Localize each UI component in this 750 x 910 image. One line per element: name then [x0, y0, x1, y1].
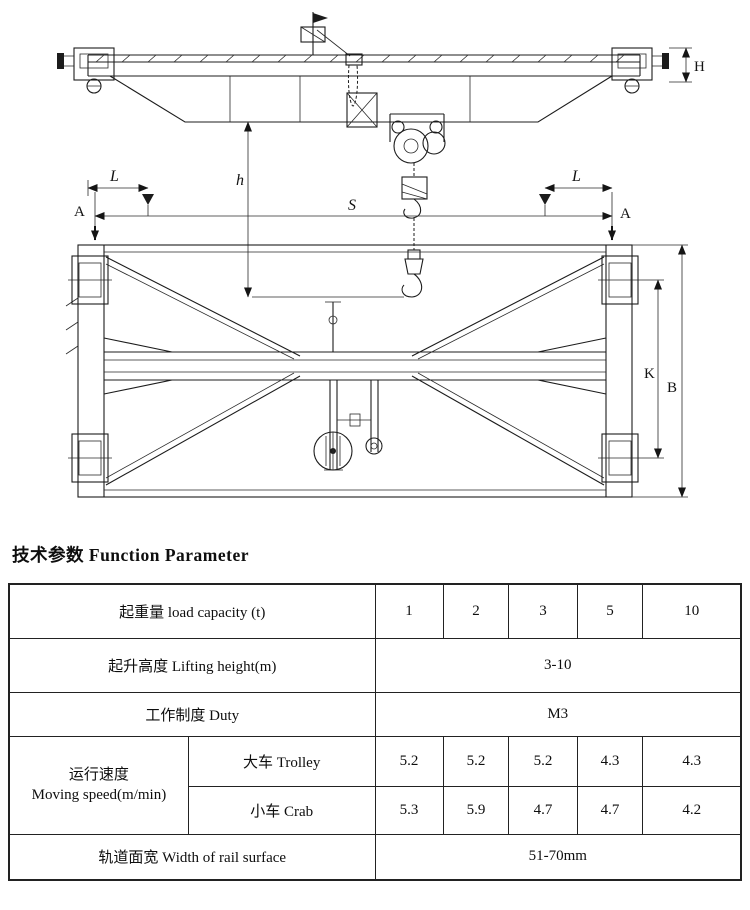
dimension-l-right: L — [539, 168, 613, 216]
end-truck-left — [57, 47, 115, 94]
centre-girder-band — [103, 337, 607, 395]
dim-label-h-small: h — [236, 172, 244, 189]
dimension-h-cap: H — [669, 47, 705, 83]
dimension-s: S — [94, 192, 613, 230]
row-rail-width: 轨道面宽 Width of rail surface 51-70mm — [8, 833, 742, 881]
crab-speed-5: 4.2 — [642, 785, 742, 835]
crab-speed-3: 4.7 — [508, 785, 578, 835]
dim-label-l-right: L — [571, 168, 581, 185]
row-lifting-height: 起升高度 Lifting height(m) 3-10 — [8, 637, 742, 693]
crab-speed-1: 5.3 — [374, 785, 444, 835]
load-capacity-label: 起重量 load capacity (t) — [8, 583, 376, 639]
moving-speed-label-cn: 运行速度 — [68, 766, 129, 783]
plan-view: K B — [65, 244, 688, 498]
duty-value: M3 — [374, 691, 742, 737]
wheel-assembly-right-top — [598, 255, 642, 305]
hook-lower — [401, 218, 424, 298]
crab-label: 小车 Crab — [187, 785, 376, 835]
lifting-height-value: 3-10 — [374, 637, 742, 693]
rail-width-value: 51-70mm — [374, 833, 742, 881]
row-speed-trolley: 运行速度 Moving speed(m/min) 大车 Trolley 5.2 … — [8, 735, 742, 835]
control-box — [346, 92, 378, 128]
wheel-assembly-left-bottom — [68, 433, 112, 483]
rail-support-symbol-left — [142, 194, 154, 205]
wheel-assembly-right-bottom — [598, 433, 642, 483]
side-elevation-view: h S L L — [57, 12, 705, 298]
section-marker-a-right: A — [608, 206, 631, 241]
top-mast — [300, 12, 363, 107]
dimension-k: K — [642, 279, 664, 459]
dimension-b: B — [632, 244, 688, 498]
row-speed-crab: 小车 Crab 5.3 5.9 4.7 4.7 4.2 — [9, 785, 742, 835]
function-parameter-table: 起重量 load capacity (t) 1 2 3 5 10 起升高度 Li… — [8, 583, 742, 881]
crab-speed-2: 5.9 — [442, 785, 510, 835]
row-duty: 工作制度 Duty M3 — [8, 691, 742, 737]
load-capacity-value-4: 5 — [576, 583, 644, 639]
trolley-speed-2: 5.2 — [442, 735, 510, 787]
main-girder — [87, 54, 641, 123]
trolley-speed-5: 4.3 — [642, 735, 742, 787]
hoist-trolley — [389, 113, 446, 164]
moving-speed-label: 运行速度 Moving speed(m/min) — [8, 735, 189, 835]
dim-label-s: S — [348, 197, 356, 214]
rail-width-label: 轨道面宽 Width of rail surface — [8, 833, 376, 881]
diagonal-braces — [105, 256, 605, 486]
crab-speed-4: 4.7 — [576, 785, 644, 835]
section-marker-a-left: A — [74, 204, 99, 241]
dim-label-b: B — [667, 380, 677, 396]
trolley-speed-3: 5.2 — [508, 735, 578, 787]
dim-label-a-left: A — [74, 204, 85, 220]
load-capacity-value-3: 3 — [508, 583, 578, 639]
section-heading: 技术参数 Function Parameter — [12, 545, 250, 565]
trolley-speed-1: 5.2 — [374, 735, 444, 787]
trolley-speed-4: 4.3 — [576, 735, 644, 787]
lifting-height-label: 起升高度 Lifting height(m) — [8, 637, 376, 693]
dim-label-h-cap: H — [694, 59, 705, 75]
dim-label-l-left: L — [109, 168, 119, 185]
dimension-h: h — [236, 121, 404, 298]
trolley-label: 大车 Trolley — [187, 735, 376, 787]
row-load-capacity: 起重量 load capacity (t) 1 2 3 5 10 — [8, 583, 742, 639]
hook-block-upper — [401, 163, 428, 219]
wheel-assembly-left-top — [68, 255, 112, 305]
load-capacity-value-2: 2 — [442, 583, 510, 639]
end-truck-right — [611, 47, 669, 94]
crane-technical-drawing: h S L L — [57, 12, 705, 498]
load-capacity-value-5: 10 — [642, 583, 742, 639]
load-capacity-value-1: 1 — [374, 583, 444, 639]
travel-drive — [313, 301, 383, 471]
duty-label: 工作制度 Duty — [8, 691, 376, 737]
moving-speed-label-en: Moving speed(m/min) — [31, 787, 167, 803]
dimension-l-left: L — [87, 168, 154, 216]
dim-label-a-right: A — [620, 206, 631, 222]
dim-label-k: K — [644, 366, 655, 382]
rail-support-symbol-right — [539, 194, 551, 205]
